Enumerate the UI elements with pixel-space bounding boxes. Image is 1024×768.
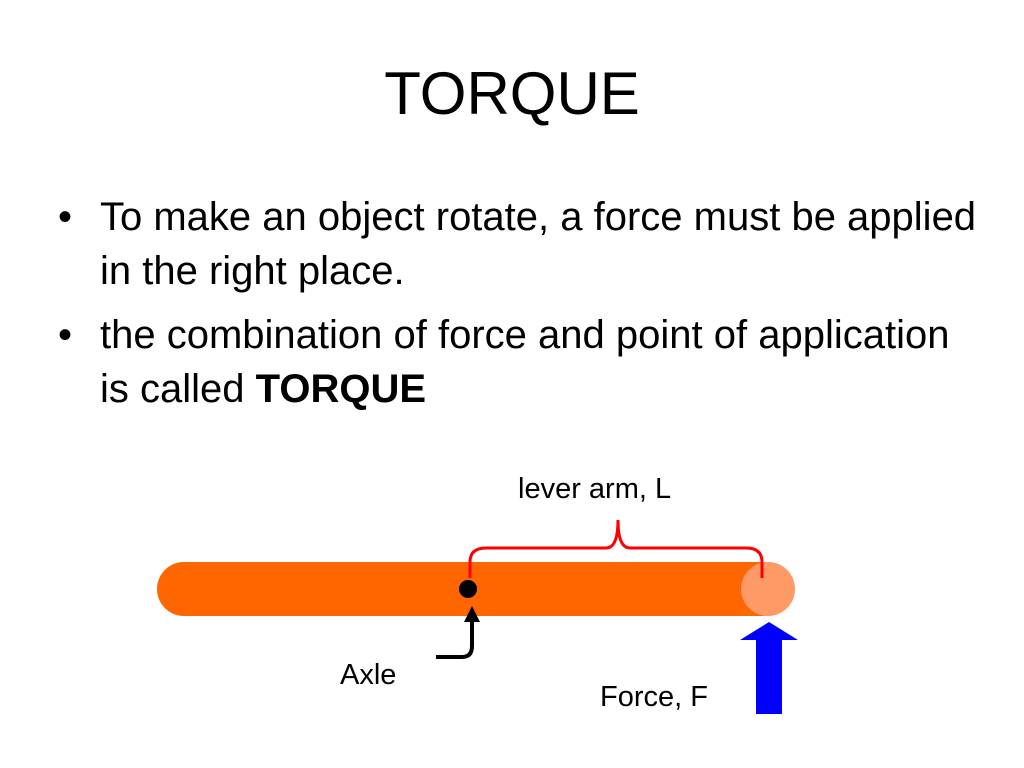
axle-label: Axle (340, 659, 397, 691)
axle-pointer-arrowhead (464, 606, 480, 622)
bullet-item: • the combination of force and point of … (58, 308, 978, 416)
lever-arm-label: lever arm, L (518, 473, 672, 505)
force-arrow (740, 622, 798, 714)
slide-title: TORQUE (384, 60, 640, 127)
bullet-marker: • (58, 313, 73, 357)
bullet-marker: • (58, 195, 73, 239)
bullet-text: the combination of force and point of ap… (100, 313, 950, 411)
bullet-text: To make an object rotate, a force must b… (100, 195, 977, 293)
bullet-emphasis: TORQUE (255, 367, 427, 411)
axle-pointer-arrow (436, 618, 474, 659)
force-label: Force, F (600, 681, 708, 713)
bullet-list: • To make an object rotate, a force must… (58, 190, 978, 426)
axle-dot (459, 580, 477, 598)
bullet-item: • To make an object rotate, a force must… (58, 190, 978, 298)
force-application-point (741, 562, 795, 616)
lever-arm-brace (468, 519, 764, 578)
